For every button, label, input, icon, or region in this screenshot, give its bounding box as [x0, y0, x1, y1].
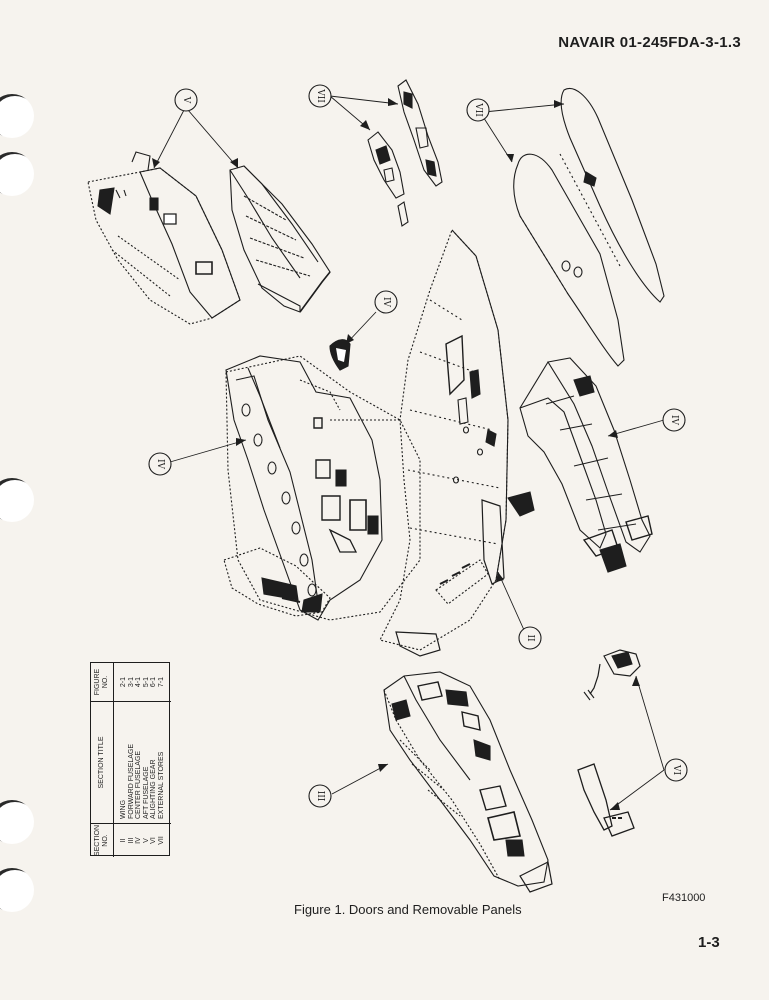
binder-hole [0, 94, 34, 138]
callout-circle-iv-left: IV [148, 452, 172, 476]
page-number: 1-3 [698, 934, 720, 951]
figure-no-header: FIGURE NO. [91, 663, 114, 701]
callout-circle-vi: VI [664, 758, 688, 782]
callout-arrowheads [152, 98, 640, 810]
forward-fuselage [384, 672, 552, 892]
aft-fuselage-frame [230, 166, 330, 312]
small-fairing-panel [330, 340, 350, 370]
section-no-cell: III [127, 837, 135, 844]
callout-circle-iv-small: IV [374, 290, 398, 314]
center-fuselage-doors [520, 358, 652, 572]
section-no-cell: V [142, 838, 150, 843]
landing-gear-door-upper [584, 650, 640, 700]
figure-id: F431000 [662, 892, 706, 904]
section-title-cell: WING [120, 799, 127, 819]
callout-circle-vii-top: VII [308, 84, 332, 108]
section-no-header: SECTION NO. [91, 824, 114, 857]
callout-label-iii: III [315, 791, 325, 802]
figure-no-cell: 4-1 [135, 676, 143, 688]
figure-no-column: FIGURE NO. 2-1 3-1 4-1 5-1 6-1 7-1 [91, 663, 171, 701]
external-store-pylon-small [368, 132, 408, 226]
wing [330, 230, 534, 656]
section-title-cell: AFT FUSELAGE [142, 766, 150, 819]
section-title-cell: FORWARD FUSELAGE [127, 743, 135, 819]
section-no-cell: IV [135, 837, 143, 844]
section-no-cell: VII [157, 836, 165, 845]
callout-label-iv-left: IV [155, 459, 165, 470]
callout-label-vii-right: VII [473, 102, 483, 117]
figure-no-cell: 5-1 [142, 676, 150, 688]
figure-no-cell: 6-1 [150, 676, 158, 688]
figure-caption: Figure 1. Doors and Removable Panels [294, 902, 522, 917]
callout-label-v: V [181, 96, 191, 104]
binder-hole [0, 868, 34, 912]
section-no-column: SECTION NO. II III IV V VI VII [91, 823, 171, 857]
figure-no-cell: 3-1 [127, 676, 135, 688]
external-store-pylon-large [398, 80, 442, 186]
section-index-table: SECTION NO. II III IV V VI VII SECTION T… [90, 662, 171, 857]
callout-label-iv-small: IV [381, 297, 391, 308]
section-title-column: SECTION TITLE WING FORWARD FUSELAGE CENT… [91, 701, 171, 823]
section-no-cell: II [120, 838, 127, 843]
figure-no-cell: 2-1 [120, 676, 127, 688]
section-title-header: SECTION TITLE [91, 702, 114, 823]
callout-leaders [154, 96, 664, 810]
callout-circle-v: V [174, 88, 198, 112]
callout-label-iv-right: IV [669, 415, 679, 426]
document-number: NAVAIR 01-245FDA-3-1.3 [558, 34, 741, 51]
binder-hole [0, 152, 34, 196]
callout-circle-ii: II [518, 626, 542, 650]
section-title-cell: CENTER FUSELAGE [135, 750, 143, 819]
callout-circle-iii: III [308, 784, 332, 808]
center-fuselage [224, 356, 420, 620]
callout-label-vii-top: VII [315, 88, 325, 103]
callout-circle-vii-right: VII [466, 98, 490, 122]
callout-circle-iv-right: IV [662, 408, 686, 432]
callout-label-ii: II [525, 634, 535, 642]
figure-no-cell: 7-1 [157, 676, 165, 688]
binder-hole [0, 800, 34, 844]
section-no-cell: VI [150, 837, 158, 844]
section-title-cell: ALIGHTING GEAR [150, 759, 158, 819]
section-title-cell: EXTERNAL STORES [157, 751, 165, 819]
external-fuel-tank [514, 88, 664, 366]
landing-gear-door-lower [578, 764, 634, 836]
binder-hole [0, 478, 34, 522]
callout-label-vi: VI [671, 764, 681, 775]
aft-fuselage-skin-panel [88, 152, 240, 324]
